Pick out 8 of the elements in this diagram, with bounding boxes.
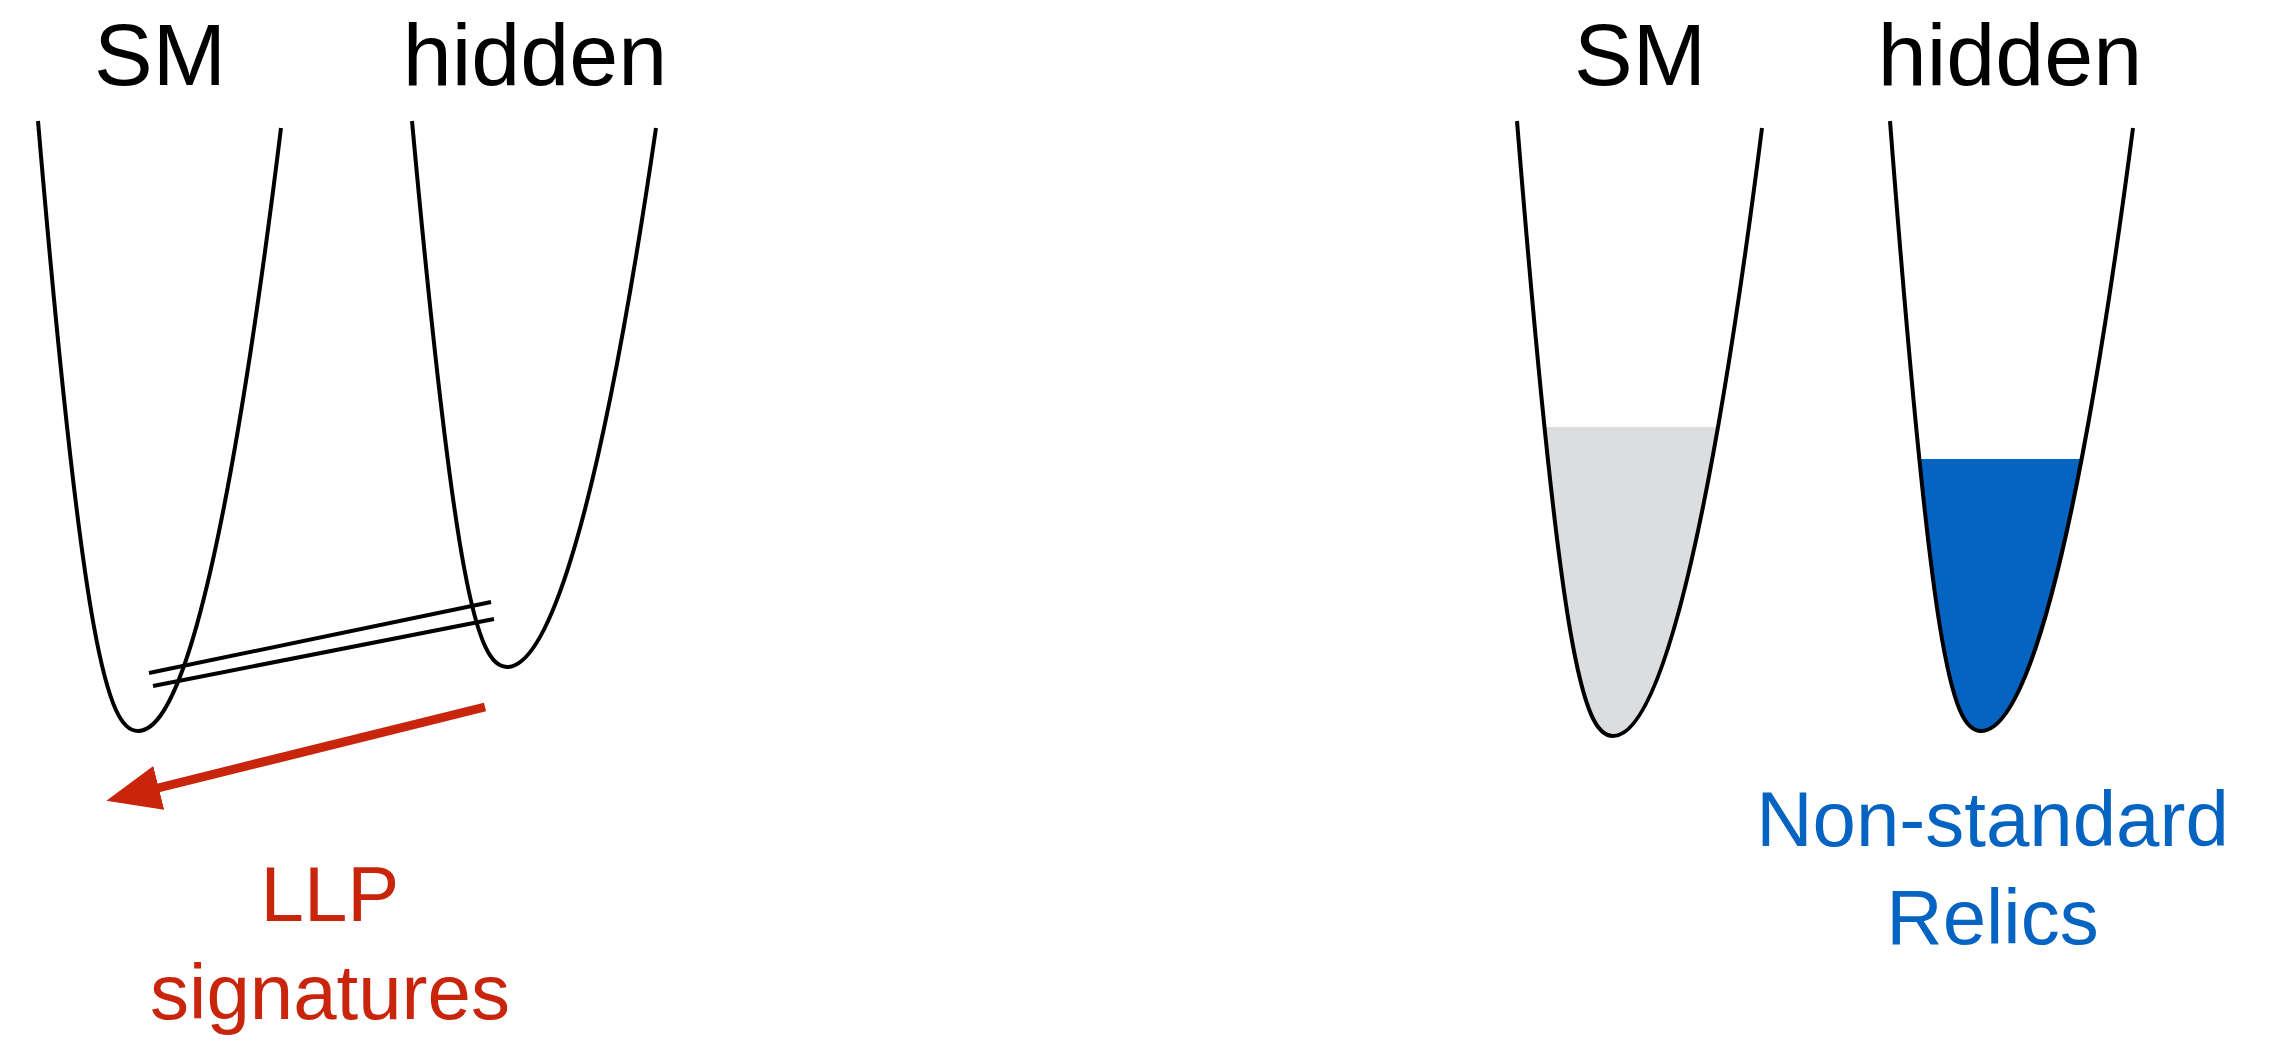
- well-label: SM: [93, 5, 227, 105]
- well-label: hidden: [401, 5, 669, 105]
- caption-text: Non-standard Relics: [1755, 774, 2230, 963]
- edge-label: LLP signatures: [149, 849, 511, 1038]
- connector: [147, 600, 496, 688]
- well-label: SM: [1573, 5, 1707, 105]
- well-label: hidden: [1876, 5, 2144, 105]
- connector: [106, 702, 487, 810]
